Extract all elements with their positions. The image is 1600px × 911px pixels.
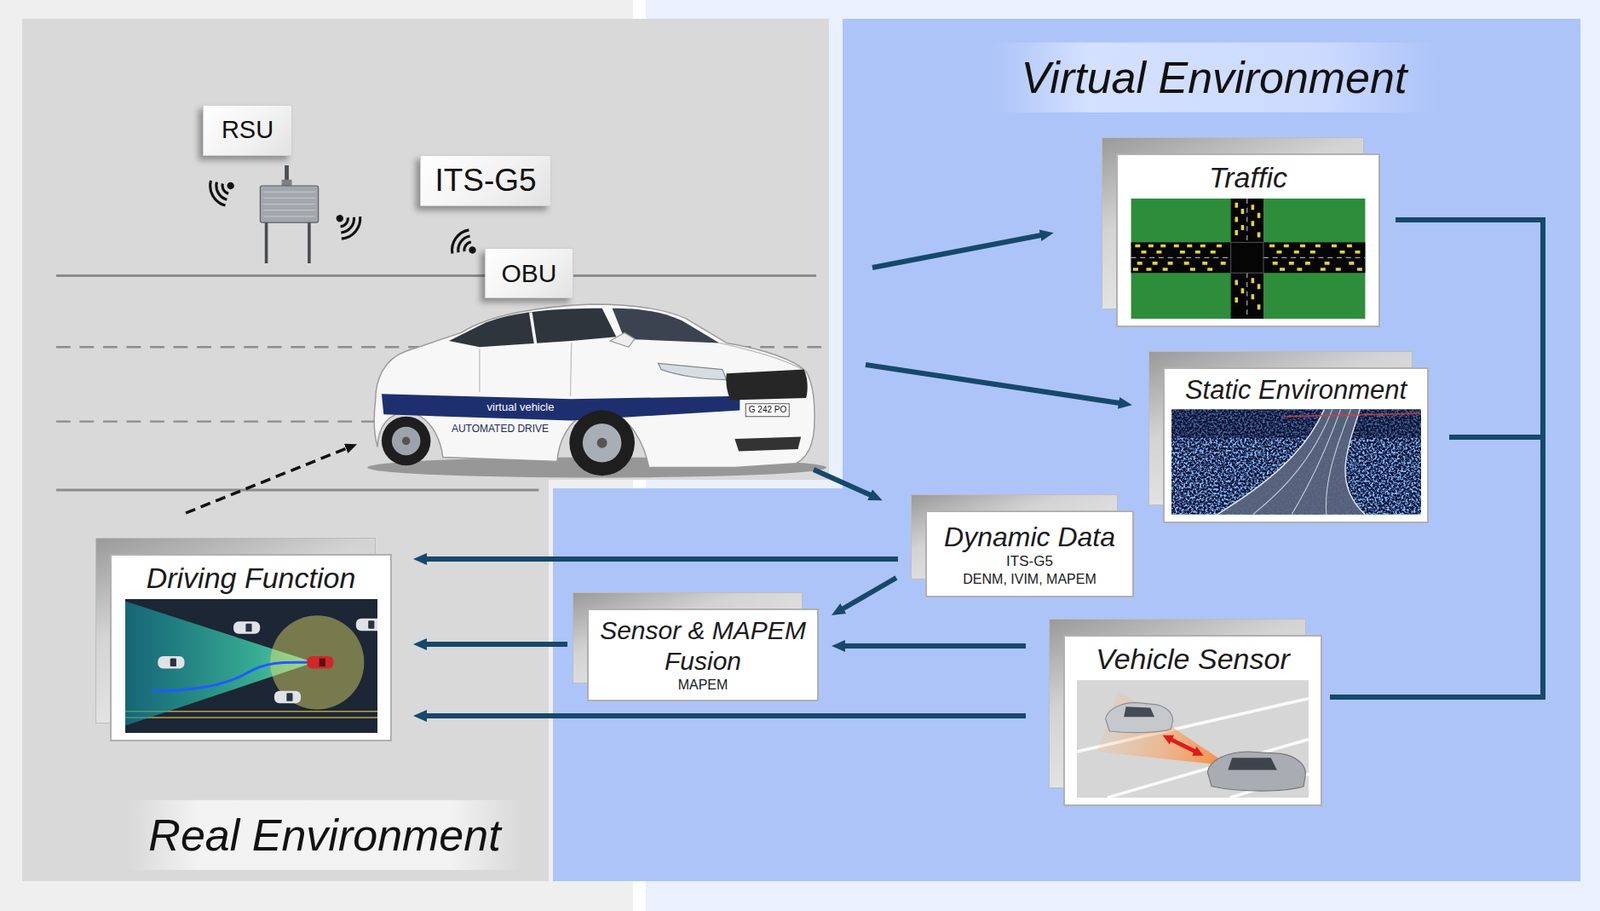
box-title: Sensor & MAPEM Fusion — [595, 615, 811, 677]
rsu-device-part — [263, 191, 316, 217]
tag-label: ITS-G5 — [434, 163, 536, 199]
title-patch: Virtual Environment — [992, 42, 1437, 113]
box-title: Traffic — [1124, 160, 1372, 196]
device-tag: OBU — [484, 247, 574, 299]
traffic-picture — [1130, 198, 1366, 319]
data-connector — [844, 643, 1026, 649]
region-fill — [552, 18, 1581, 881]
test-car-part — [391, 426, 421, 456]
test-car-part — [597, 437, 608, 449]
model-box: Traffic — [1116, 153, 1381, 328]
box-subtitle: ITS-G5 — [933, 552, 1126, 570]
car-logo-text: virtual vehicle — [487, 401, 555, 415]
point-cloud-picture — [1171, 408, 1422, 515]
car-door-text: AUTOMATED DRIVE — [451, 423, 549, 436]
test-car-part — [610, 332, 635, 347]
test-car-part — [402, 437, 411, 446]
radar-picture — [1076, 679, 1309, 798]
tag-label: OBU — [500, 258, 557, 288]
data-connector — [425, 556, 898, 562]
fusion-box: Sensor & MAPEM FusionMAPEM — [587, 608, 819, 702]
box-title: Driving Function — [118, 560, 384, 596]
test-car-part — [725, 369, 807, 401]
rsu-device-part — [259, 185, 318, 223]
test-car-part — [582, 423, 622, 463]
test-car-part — [530, 311, 536, 345]
box-subtitle: MAPEM — [595, 676, 811, 693]
test-car-part — [658, 362, 727, 380]
traffic-picture — [1131, 198, 1366, 319]
driving-function-picture — [125, 598, 378, 733]
point-cloud-picture — [1171, 409, 1422, 515]
model-box: Vehicle Sensor — [1063, 634, 1323, 806]
label-holder: G 242 PO — [745, 402, 790, 417]
data-connector — [425, 641, 568, 647]
device-tag: RSU — [202, 104, 293, 156]
function-box: Driving Function — [109, 553, 392, 742]
title-patch: Real Environment — [127, 800, 521, 870]
test-car-part — [479, 342, 572, 396]
label-holder: AUTOMATED DRIVE — [451, 423, 549, 436]
region-shape — [22, 18, 829, 881]
tag-label: RSU — [221, 116, 274, 144]
test-car-part — [381, 393, 740, 421]
license-plate: G 242 PO — [745, 402, 790, 417]
box-title: Vehicle Sensor — [1071, 641, 1314, 677]
box-subtitle: DENM, IVIM, MAPEM — [933, 570, 1126, 588]
data-connector — [425, 713, 1026, 719]
region-title: Virtual Environment — [1021, 51, 1408, 104]
driving-function-picture — [125, 598, 378, 733]
test-car-part — [569, 409, 635, 476]
box-title: Dynamic Data — [933, 520, 1126, 553]
data-box: Dynamic DataITS-G5DENM, IVIM, MAPEM — [925, 510, 1134, 598]
model-box: Static Environment — [1162, 367, 1429, 524]
region-title: Real Environment — [148, 808, 501, 862]
environment-region: Real Environment RSU ITS-G5OBU Driving Func… — [22, 18, 829, 881]
test-car-part — [734, 437, 801, 452]
label-holder: virtual vehicle — [487, 401, 555, 415]
device-tag: ITS-G5 — [420, 155, 552, 207]
environment-region: Virtual EnvironmentTrafficStatic Environ… — [552, 18, 1581, 881]
test-car-part — [381, 416, 431, 466]
radar-picture — [1076, 679, 1309, 798]
box-title: Static Environment — [1171, 374, 1421, 406]
